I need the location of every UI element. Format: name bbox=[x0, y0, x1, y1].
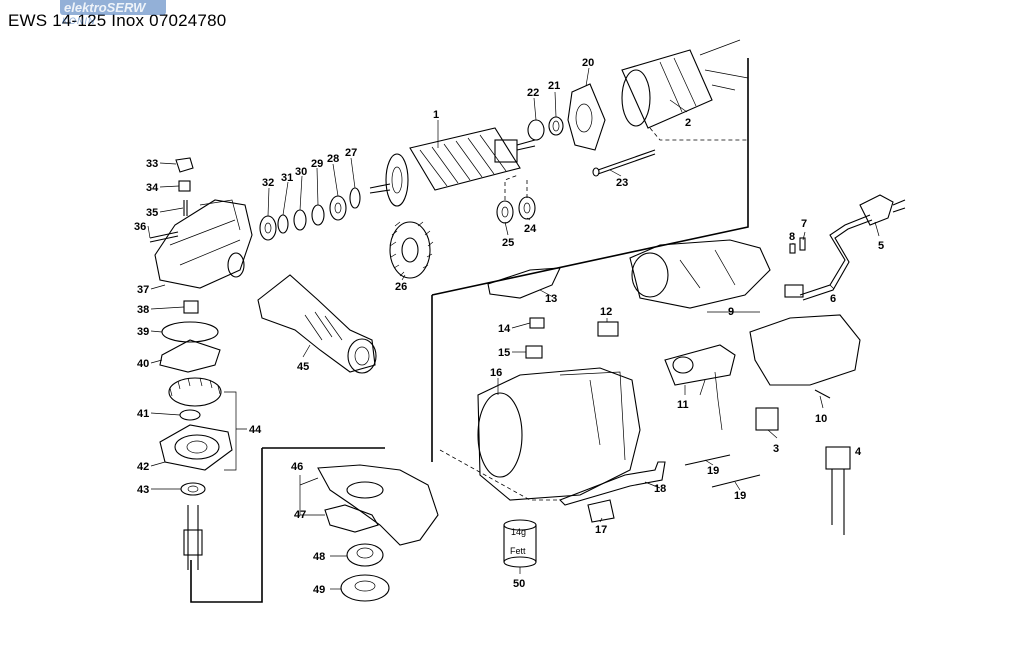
power-cable-part bbox=[784, 194, 906, 301]
part-label-25: 25 bbox=[502, 237, 514, 249]
part-label-13: 13 bbox=[545, 293, 557, 305]
part-label-15: 15 bbox=[498, 347, 510, 359]
fan-part bbox=[389, 221, 434, 279]
part-label-17: 17 bbox=[595, 524, 607, 536]
part-label-30: 30 bbox=[295, 166, 307, 178]
part-label-14: 14 bbox=[498, 323, 511, 335]
part-label-1: 1 bbox=[433, 109, 439, 121]
part-label-33: 33 bbox=[146, 158, 158, 170]
part-label-6: 6 bbox=[830, 293, 836, 305]
part-label-50: 50 bbox=[513, 578, 525, 590]
part-label-34: 34 bbox=[146, 182, 159, 194]
rear-housing-part bbox=[629, 239, 771, 309]
part-label-4: 4 bbox=[855, 446, 862, 458]
part-label-22: 22 bbox=[527, 87, 539, 99]
part-label-44: 44 bbox=[249, 424, 262, 436]
part-label-46: 46 bbox=[291, 461, 303, 473]
motor-assembly-frame bbox=[431, 58, 749, 462]
watermark-brand: elektroSERW bbox=[64, 0, 146, 15]
part-label-45: 45 bbox=[297, 361, 309, 373]
grease-tin-part bbox=[503, 519, 537, 568]
watermark-logo: elektroSERW KONIN bbox=[60, 0, 166, 30]
wire-part bbox=[711, 474, 761, 488]
long-screw-part bbox=[592, 149, 656, 177]
part-label-27: 27 bbox=[345, 147, 357, 159]
gearbox-bracket-line bbox=[190, 448, 263, 603]
side-handle-part bbox=[257, 274, 377, 374]
part-label-32: 32 bbox=[262, 177, 274, 189]
rear-cover-part bbox=[749, 314, 861, 386]
part-label-23: 23 bbox=[616, 177, 628, 189]
part-label-20: 20 bbox=[582, 57, 594, 69]
part-label-26: 26 bbox=[395, 281, 407, 293]
armature-part bbox=[369, 127, 536, 207]
watermark-bar bbox=[60, 0, 166, 15]
part-label-5: 5 bbox=[878, 240, 884, 252]
switch-small-parts bbox=[525, 317, 619, 359]
page-title: EWS 14-125 Inox 07024780 bbox=[8, 11, 227, 30]
part-label-35: 35 bbox=[146, 207, 158, 219]
switch-rod-part bbox=[559, 461, 666, 523]
part-label-43: 43 bbox=[137, 484, 149, 496]
part-label-10: 10 bbox=[815, 413, 827, 425]
electronics-module-part bbox=[664, 344, 736, 431]
part-label-3: 3 bbox=[773, 443, 779, 455]
part-label-47: 47 bbox=[294, 509, 306, 521]
grease-name-text: Fett bbox=[510, 546, 526, 556]
part-label-19a: 19 bbox=[707, 465, 719, 477]
part-label-37: 37 bbox=[137, 284, 149, 296]
connector-block-part bbox=[755, 407, 779, 431]
stator-part bbox=[621, 39, 749, 141]
flange-nut-parts bbox=[340, 543, 390, 602]
part-label-7: 7 bbox=[801, 218, 807, 230]
part-label-12: 12 bbox=[600, 306, 612, 318]
part-label-40: 40 bbox=[137, 358, 149, 370]
part-label-28: 28 bbox=[327, 153, 339, 165]
motor-housing-part bbox=[439, 367, 641, 501]
part-label-18: 18 bbox=[654, 483, 666, 495]
part-label-31: 31 bbox=[281, 172, 293, 184]
part-label-21: 21 bbox=[548, 80, 560, 92]
part-label-2: 2 bbox=[685, 117, 691, 129]
screw-part bbox=[814, 389, 831, 399]
part-label-29: 29 bbox=[311, 158, 323, 170]
capacitor-part bbox=[825, 446, 851, 535]
part-label-8: 8 bbox=[789, 231, 795, 243]
part-number-labels: 1 2 3 4 5 6 7 8 9 10 11 12 13 14 15 16 1… bbox=[134, 57, 884, 596]
part-label-11: 11 bbox=[677, 399, 689, 411]
part-label-19b: 19 bbox=[734, 490, 746, 502]
part-label-36: 36 bbox=[134, 221, 146, 233]
grease-amount-text: 14g bbox=[511, 527, 526, 537]
gear-stack-parts bbox=[159, 300, 233, 570]
part-label-49: 49 bbox=[313, 584, 325, 596]
brush-holder-part bbox=[567, 83, 606, 151]
part-label-42: 42 bbox=[137, 461, 149, 473]
leader-lines bbox=[147, 67, 880, 590]
part-label-24: 24 bbox=[524, 223, 537, 235]
part-label-41: 41 bbox=[137, 408, 149, 420]
part-label-48: 48 bbox=[313, 551, 325, 563]
watermark-city: KONIN bbox=[62, 16, 96, 26]
part-label-16: 16 bbox=[490, 367, 502, 379]
part-label-38: 38 bbox=[137, 304, 149, 316]
cover-plate-part bbox=[487, 267, 561, 299]
wheel-guard-part bbox=[317, 464, 439, 546]
gear-housing-part bbox=[154, 199, 253, 289]
part-label-9: 9 bbox=[728, 306, 734, 318]
part-label-39: 39 bbox=[137, 326, 149, 338]
wire-part bbox=[684, 454, 731, 466]
